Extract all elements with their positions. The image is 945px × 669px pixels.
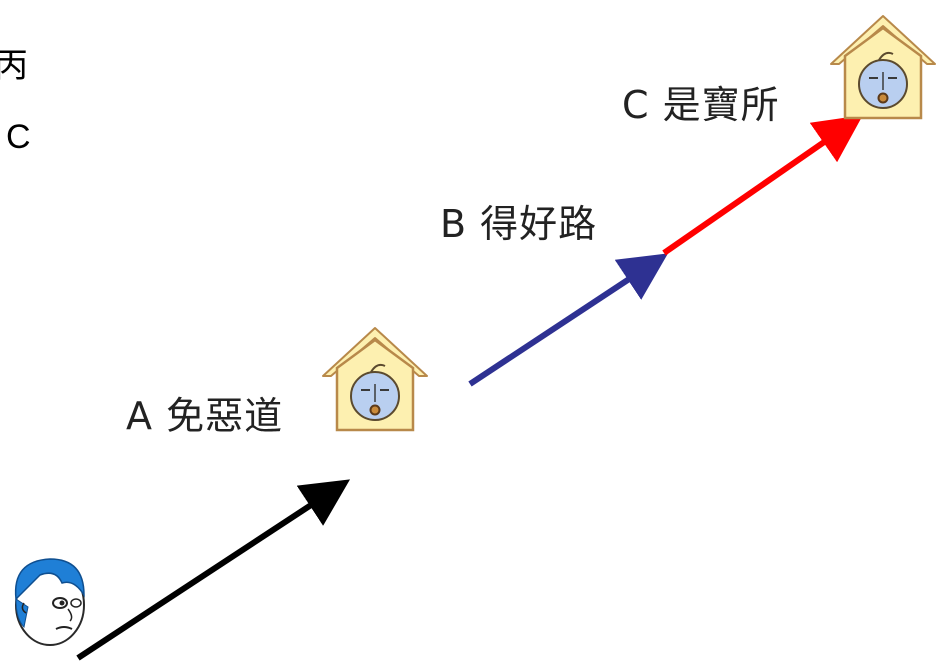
- arrow-to-a: [76, 479, 351, 661]
- arrow-to-c: [662, 115, 863, 256]
- traveler-icon: [14, 558, 85, 646]
- stage-label-c: C 是寶所: [622, 83, 780, 127]
- house-icon: [321, 326, 429, 432]
- corner-character: 丙: [0, 46, 28, 86]
- corner-letter: C: [6, 118, 31, 156]
- arrow-to-b: [468, 253, 669, 387]
- stage-label-b: B 得好路: [440, 202, 598, 246]
- house-icon: [829, 14, 937, 120]
- stage-label-a: A 免惡道: [126, 394, 284, 438]
